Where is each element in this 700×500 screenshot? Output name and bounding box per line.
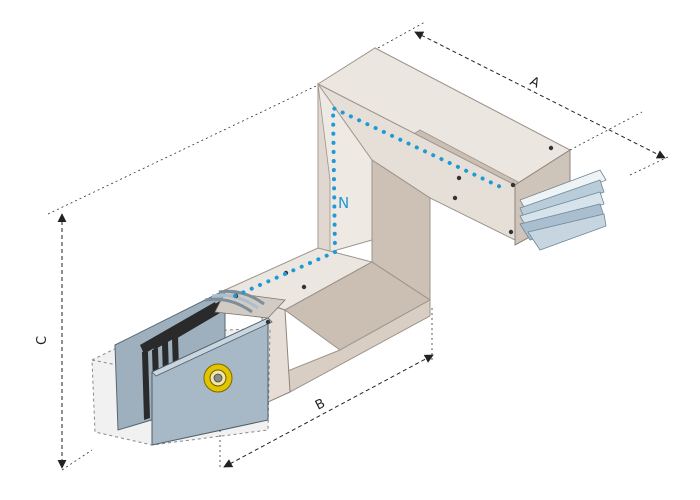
joint-block [91, 289, 286, 446]
upper-busbars [519, 169, 607, 251]
vertical-riser [317, 82, 431, 301]
clamp-bolt-icon [203, 363, 233, 393]
dimension-b [219, 308, 434, 470]
neutral-path [233, 104, 509, 298]
neutral-label: N [338, 194, 349, 212]
dimension-c [47, 85, 317, 471]
dimension-c-label: C [35, 336, 50, 345]
dimension-a-label: A [527, 74, 542, 91]
dimension-a [377, 21, 669, 176]
dimension-b-label: B [313, 396, 328, 413]
joint-top-plate [214, 291, 286, 319]
